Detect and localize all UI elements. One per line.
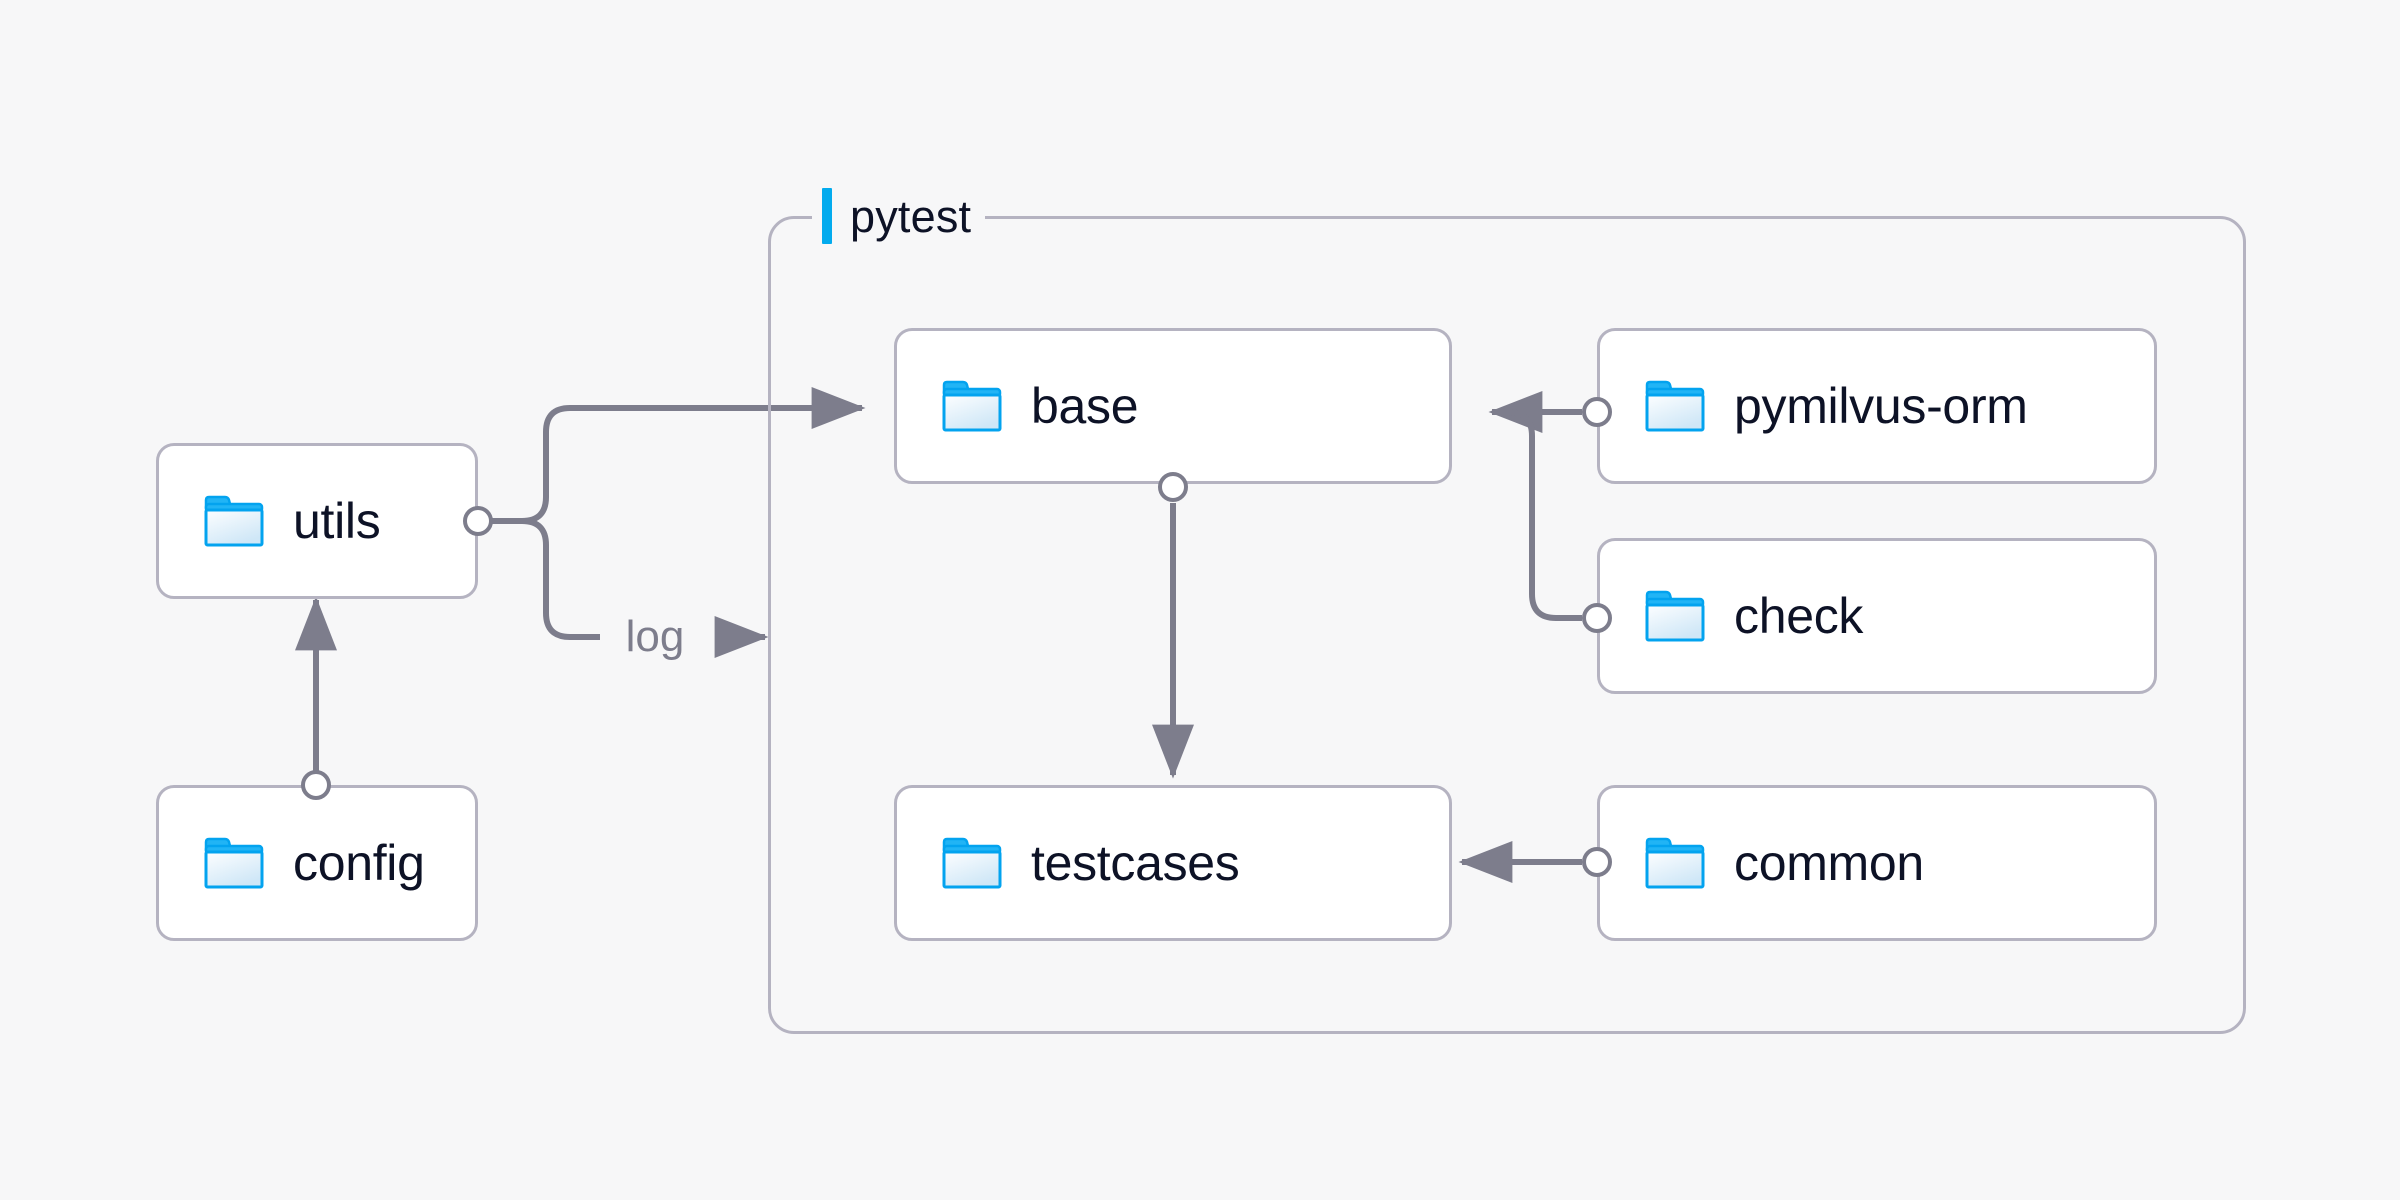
handle-utils-right[interactable]	[463, 506, 493, 536]
node-base-label: base	[1031, 378, 1139, 434]
handle-pymilvus-orm-left[interactable]	[1582, 397, 1612, 427]
node-config-label: config	[293, 835, 425, 891]
node-testcases-label: testcases	[1031, 835, 1240, 891]
folder-icon	[204, 495, 264, 547]
group-pytest	[768, 216, 2246, 1034]
node-check-label: check	[1734, 588, 1864, 644]
handle-common-left[interactable]	[1582, 847, 1612, 877]
folder-icon	[942, 380, 1002, 432]
folder-icon	[1645, 837, 1705, 889]
group-pytest-title: pytest	[850, 190, 972, 242]
handle-base-bottom[interactable]	[1158, 472, 1188, 502]
node-config[interactable]: config	[156, 785, 478, 941]
node-common-label: common	[1734, 835, 1924, 891]
node-check[interactable]: check	[1597, 538, 2157, 694]
node-pymilvus-orm[interactable]: pymilvus-orm	[1597, 328, 2157, 484]
handle-config-top[interactable]	[301, 770, 331, 800]
node-common[interactable]: common	[1597, 785, 2157, 941]
folder-icon	[942, 837, 1002, 889]
node-utils-label: utils	[293, 493, 381, 549]
group-pytest-label: pytest	[812, 184, 986, 248]
handle-check-left[interactable]	[1582, 603, 1612, 633]
group-accent-bar	[822, 188, 832, 244]
node-pymilvus-orm-label: pymilvus-orm	[1734, 378, 2028, 434]
node-utils[interactable]: utils	[156, 443, 478, 599]
edge-label-log: log	[619, 615, 691, 659]
folder-icon	[1645, 380, 1705, 432]
folder-icon	[204, 837, 264, 889]
folder-icon	[1645, 590, 1705, 642]
node-testcases[interactable]: testcases	[894, 785, 1452, 941]
node-base[interactable]: base	[894, 328, 1452, 484]
